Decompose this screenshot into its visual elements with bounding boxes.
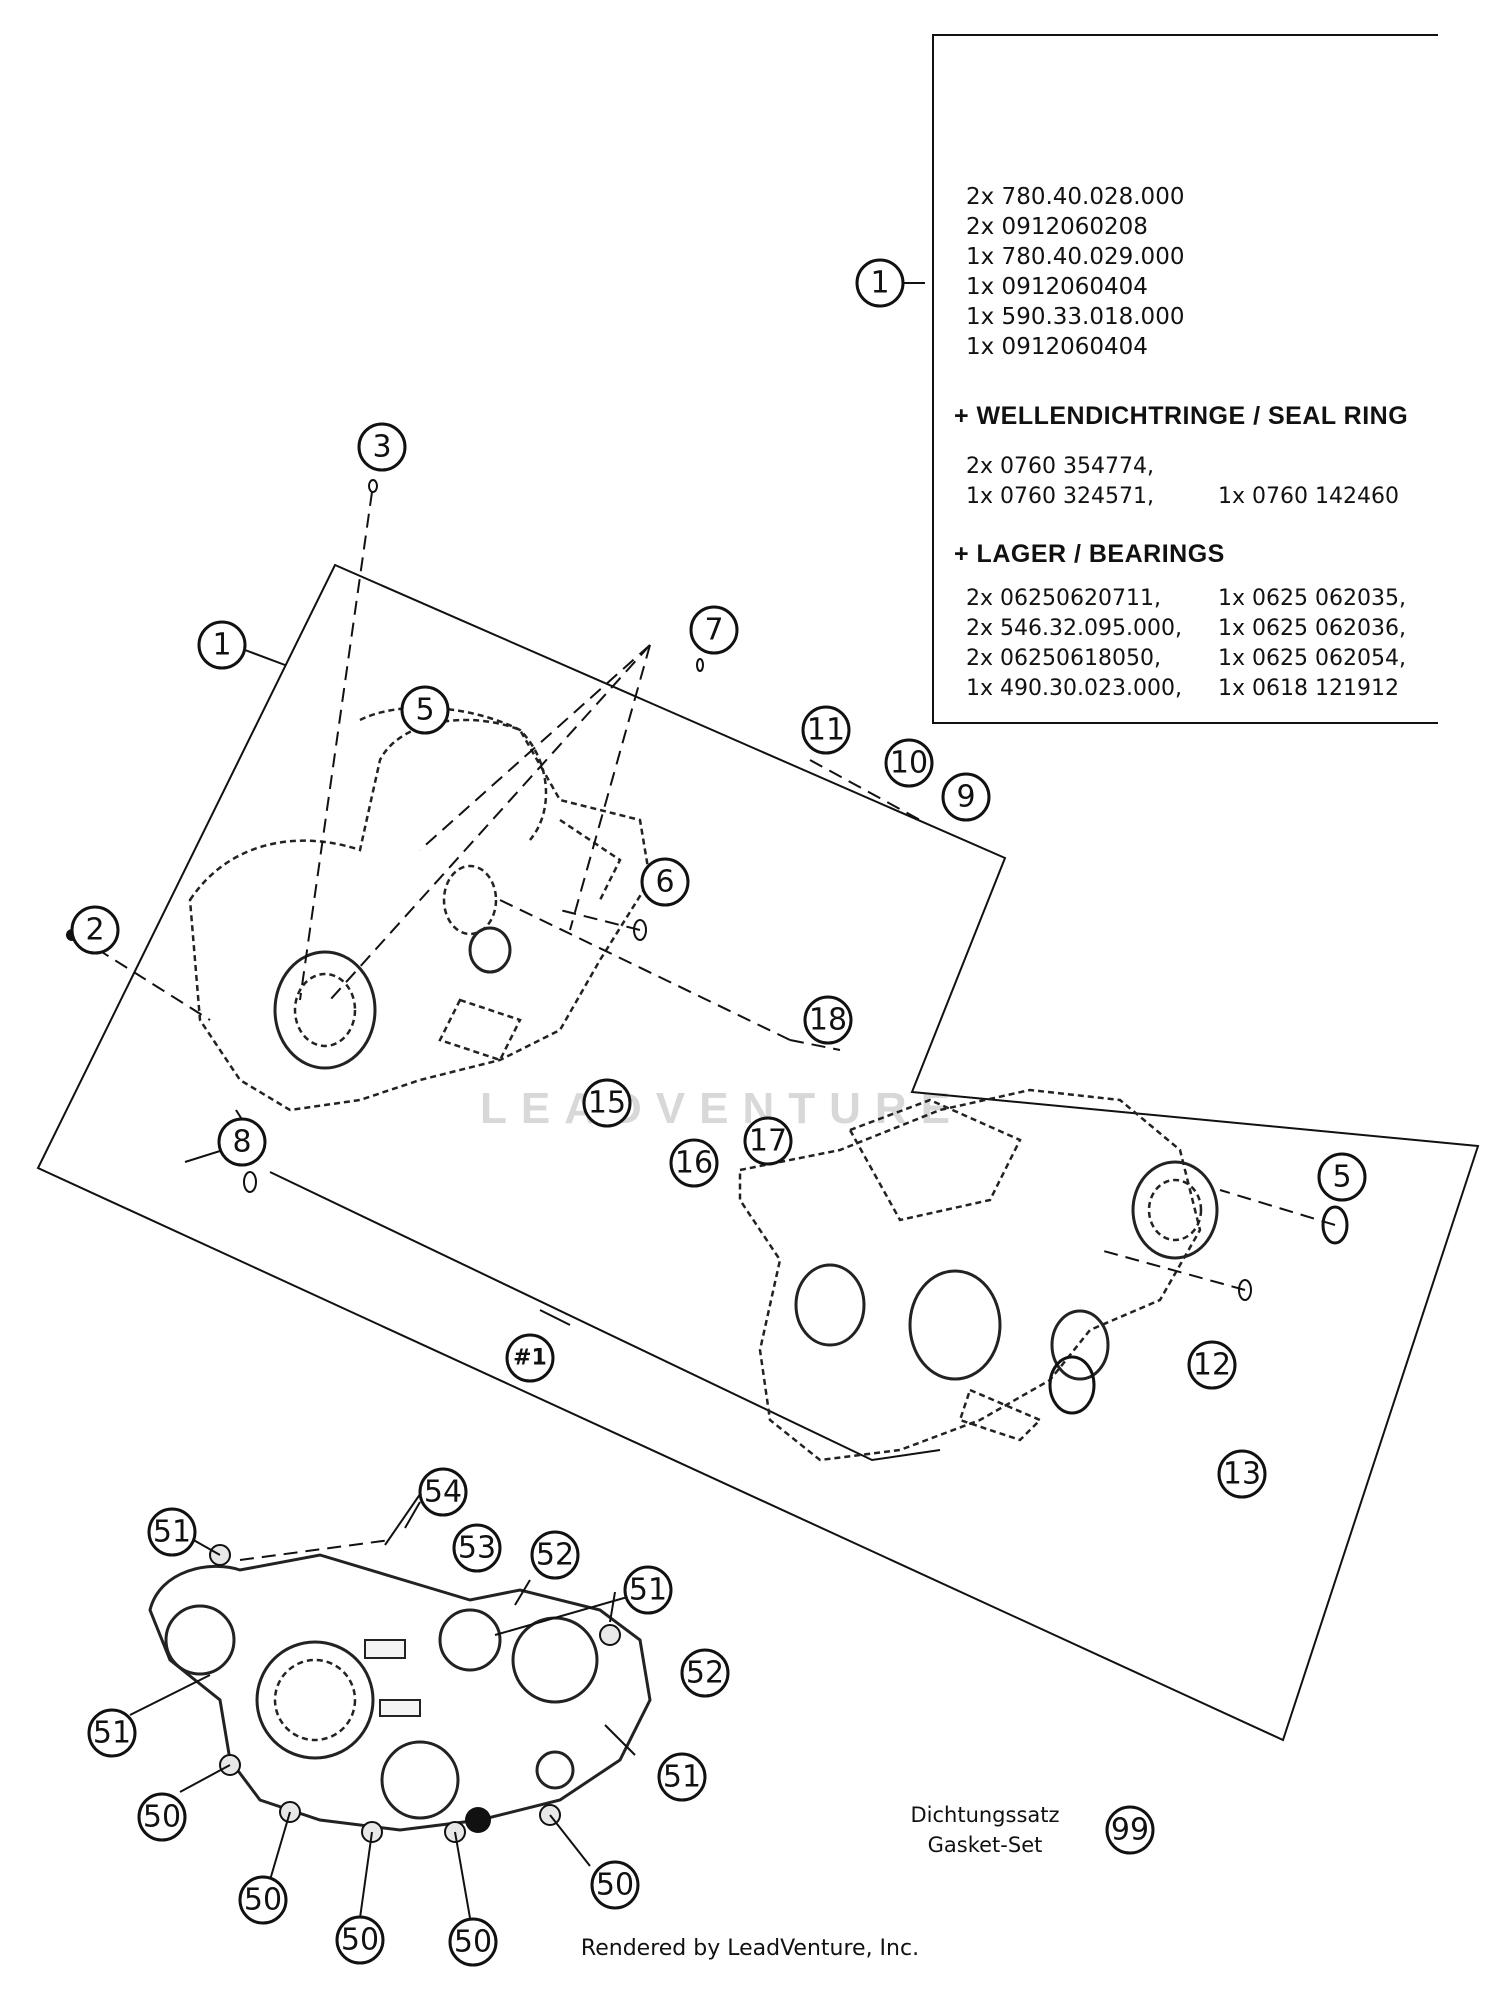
render-credit: Rendered by LeadVenture, Inc.	[580, 1936, 920, 1961]
bearings-heading: + LAGER / BEARINGS	[954, 540, 1225, 568]
kit-part-row: 1x 0912060404	[966, 274, 1148, 300]
bearing-cell: 1x 0618 121912	[1218, 676, 1399, 701]
assembly-frame	[36, 563, 1480, 1742]
callout-2: 2	[85, 913, 104, 948]
callout-16: 16	[675, 1146, 713, 1181]
callout-10: 10	[890, 746, 928, 781]
gasket-set-view	[148, 1544, 652, 1843]
callout-51-top-right: 51	[629, 1573, 667, 1608]
callout-kit-group: #1	[513, 1346, 547, 1371]
seal-ring-heading: + WELLENDICHTRINGE / SEAL RING	[954, 402, 1409, 430]
kit-part-row: 1x 590.33.018.000	[966, 304, 1185, 330]
part-13-screw	[1238, 1279, 1252, 1301]
part-5-seal-right	[1321, 1205, 1349, 1245]
bearing-cell: 2x 546.32.095.000,	[966, 616, 1182, 641]
callout-52-right: 52	[686, 1656, 724, 1691]
gasket-set-label: Dichtungssatz Gasket-Set	[880, 1800, 1090, 1860]
kit-part-row: 1x 0912060404	[966, 334, 1148, 360]
callout-18: 18	[809, 1003, 847, 1038]
callout-50-left: 50	[143, 1800, 181, 1835]
bearing-cell: 1x 0625 062035,	[1218, 586, 1406, 611]
bearing-row: 1x 490.30.023.000, 1x 0618 121912	[966, 674, 1406, 704]
callout-11: 11	[807, 713, 845, 748]
bearing-row: 2x 06250618050, 1x 0625 062054,	[966, 644, 1406, 674]
callout-1: 1	[212, 628, 231, 663]
callout-50-bottom-3: 50	[454, 1925, 492, 1960]
watermark-text: LEADVENTURE	[480, 1084, 965, 1133]
part-7-dowel	[696, 658, 704, 672]
kit-part-row: 1x 780.40.029.000	[966, 244, 1185, 270]
gasket-set-label-en: Gasket-Set	[927, 1833, 1043, 1857]
callout-50-bottom-2: 50	[341, 1923, 379, 1958]
callout-12: 12	[1193, 1348, 1231, 1383]
callout-50-right: 50	[596, 1868, 634, 1903]
callout-17: 17	[749, 1124, 787, 1159]
seal-ring-row: 2x 0760 354774,	[966, 452, 1399, 482]
callout-51-top-left: 51	[153, 1515, 191, 1550]
kit-part-row: 2x 780.40.028.000	[966, 184, 1185, 210]
left-crankcase-half	[188, 706, 652, 1112]
part-12-seal	[1048, 1355, 1096, 1415]
bearing-row: 2x 546.32.095.000, 1x 0625 062036,	[966, 614, 1406, 644]
bearing-row: 2x 06250620711, 1x 0625 062035,	[966, 584, 1406, 614]
callout-5-left: 5	[415, 693, 434, 728]
gasket-set-label-de: Dichtungssatz	[910, 1803, 1060, 1827]
callout-13: 13	[1223, 1457, 1261, 1492]
callout-54: 54	[424, 1475, 462, 1510]
callout-9: 9	[956, 780, 975, 815]
bearing-cell: 1x 0625 062054,	[1218, 646, 1406, 671]
callout-53: 53	[458, 1531, 496, 1566]
bearing-cell: 1x 0625 062036,	[1218, 616, 1406, 641]
callout-3: 3	[372, 430, 391, 465]
parts-legend-box: 2x 780.40.028.000 2x 0912060208 1x 780.4…	[932, 34, 1438, 724]
bearing-cell: 1x 490.30.023.000,	[966, 676, 1182, 701]
part-8-seal	[243, 1171, 257, 1193]
callout-51-right: 51	[663, 1760, 701, 1795]
part-6-seal	[633, 919, 647, 941]
subassembly-bracket-2	[269, 1171, 941, 1462]
callout-52-top: 52	[536, 1538, 574, 1573]
callout-6: 6	[655, 865, 674, 900]
callout-15: 15	[588, 1086, 626, 1121]
bearing-cell: 2x 06250618050,	[966, 646, 1161, 671]
seal-ring-cell: 2x 0760 354774,	[966, 454, 1154, 479]
seal-ring-row: 1x 0760 324571, 1x 0760 142460	[966, 482, 1399, 512]
right-crankcase-half	[738, 1088, 1219, 1462]
callout-8: 8	[232, 1125, 251, 1160]
seal-ring-list: 2x 0760 354774, 1x 0760 324571, 1x 0760 1…	[966, 452, 1399, 512]
callout-5-right: 5	[1332, 1160, 1351, 1195]
kit-part-row: 2x 0912060208	[966, 214, 1148, 240]
callout-99: 99	[1111, 1813, 1149, 1848]
part-3-screw	[368, 479, 378, 493]
seal-ring-cell: 1x 0760 324571,	[966, 484, 1154, 509]
kit-parts-list: 2x 780.40.028.000 2x 0912060208 1x 780.4…	[966, 182, 1184, 362]
callout-51-left: 51	[93, 1716, 131, 1751]
diagram-callouts: 1 3 1 7 5 2 6 11 10 9 18 15 17 16 8 5 #1…	[70, 258, 1367, 1967]
bearings-list: 2x 06250620711, 1x 0625 062035, 2x 546.32…	[966, 584, 1406, 704]
bearing-cell: 2x 06250620711,	[966, 586, 1161, 611]
seal-ring-cell: 1x 0760 142460	[1218, 484, 1399, 509]
callout-50-bottom-1: 50	[244, 1883, 282, 1918]
callout-7: 7	[704, 613, 723, 648]
callout-1-kit: 1	[870, 266, 889, 301]
